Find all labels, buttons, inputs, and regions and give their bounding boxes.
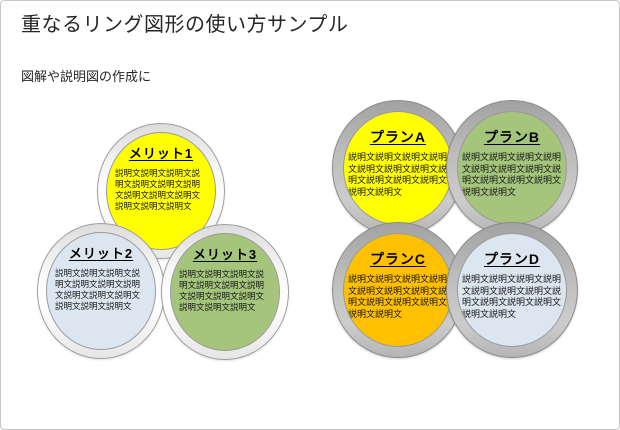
circle-body: 説明文説明文説明文説明文説明文説明文説明文説明文説明文説明文説明文説明文説明文 [462, 274, 562, 319]
circle-title: プランC [369, 251, 427, 267]
circle-body: 説明文説明文説明文説明文説明文説明文説明文説明文説明文説明文説明文説明文説明文 [348, 274, 448, 319]
ring-plan-a: プランA 説明文説明文説明文説明文説明文説明文説明文説明文説明文説明文説明文説明… [332, 100, 464, 236]
page-title: 重なるリング図形の使い方サンプル [21, 14, 349, 36]
circle-body: 説明文説明文説明文説明文説明文説明文説明文説明文説明文説明文説明文説明文説明文 [348, 152, 448, 197]
ring-merit-3: メリット3 説明文説明文説明文説明文説明文説明文説明文説明文説明文説明文説明文説… [161, 224, 289, 360]
circle-fill-plan-a: プランA 説明文説明文説明文説明文説明文説明文説明文説明文説明文説明文説明文説明… [343, 111, 453, 225]
circle-fill-plan-c: プランC 説明文説明文説明文説明文説明文説明文説明文説明文説明文説明文説明文説明… [343, 233, 453, 347]
ring-merit-2: メリット2 説明文説明文説明文説明文説明文説明文説明文説明文説明文説明文説明文説… [37, 223, 165, 359]
circle-title: プランB [483, 129, 541, 145]
circle-body: 説明文説明文説明文説明文説明文説明文説明文説明文説明文説明文説明文説明文説明文 [462, 152, 562, 197]
circle-fill-plan-d: プランD 説明文説明文説明文説明文説明文説明文説明文説明文説明文説明文説明文説明… [457, 233, 567, 347]
circle-body: 説明文説明文説明文説明文説明文説明文説明文説明文説明文説明文説明文説明文説明文 [55, 268, 141, 311]
circle-fill-merit-2: メリット2 説明文説明文説明文説明文説明文説明文説明文説明文説明文説明文説明文説… [46, 232, 156, 350]
page-subtitle: 図解や説明図の作成に [21, 69, 152, 84]
circle-title: メリット3 [192, 247, 258, 262]
ring-plan-d: プランD 説明文説明文説明文説明文説明文説明文説明文説明文説明文説明文説明文説明… [446, 222, 578, 358]
circle-body: 説明文説明文説明文説明文説明文説明文説明文説明文説明文説明文説明文説明文説明文 [115, 168, 201, 211]
circle-title: メリット1 [128, 146, 194, 161]
circle-fill-plan-b: プランB 説明文説明文説明文説明文説明文説明文説明文説明文説明文説明文説明文説明… [457, 111, 567, 225]
circle-title: プランD [483, 251, 541, 267]
ring-plan-b: プランB 説明文説明文説明文説明文説明文説明文説明文説明文説明文説明文説明文説明… [446, 100, 578, 236]
circle-title: メリット2 [68, 246, 134, 261]
circle-body: 説明文説明文説明文説明文説明文説明文説明文説明文説明文説明文説明文説明文説明文 [179, 269, 265, 312]
ring-plan-c: プランC 説明文説明文説明文説明文説明文説明文説明文説明文説明文説明文説明文説明… [332, 222, 464, 358]
circle-fill-merit-3: メリット3 説明文説明文説明文説明文説明文説明文説明文説明文説明文説明文説明文説… [170, 233, 280, 351]
circle-title: プランA [369, 129, 427, 145]
